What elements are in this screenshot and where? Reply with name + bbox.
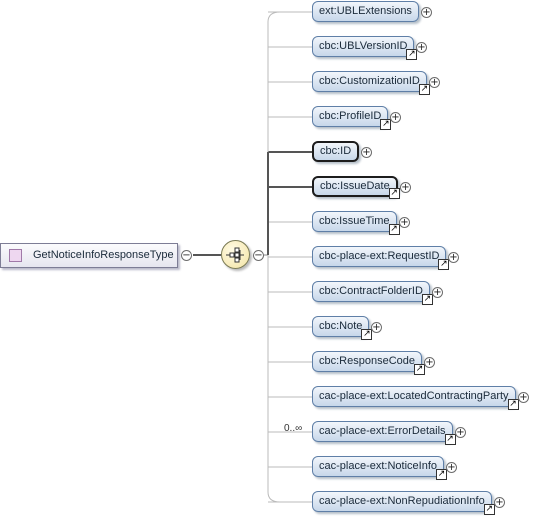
schema-element-label: cbc:Note bbox=[319, 320, 363, 332]
schema-element[interactable]: cac-place-ext:NonRepudiationInfo↗ bbox=[312, 491, 495, 515]
reference-arrow-icon: ↗ bbox=[418, 84, 430, 95]
schema-element[interactable]: cbc:ProfileID↗ bbox=[312, 106, 392, 130]
schema-element-label: cbc:ProfileID bbox=[319, 110, 382, 122]
schema-element-label: cac-place-ext:LocatedContractingParty bbox=[319, 390, 509, 402]
reference-arrow-icon: ↗ bbox=[438, 259, 450, 270]
expand-element-toggle-icon[interactable]: + bbox=[446, 462, 457, 473]
schema-element[interactable]: cac-place-ext:NoticeInfo↗ bbox=[312, 456, 447, 480]
schema-element[interactable]: cbc:CustomizationID↗ bbox=[312, 71, 430, 95]
schema-element[interactable]: cbc:UBLVersionID↗ bbox=[312, 36, 418, 60]
reference-arrow-icon: ↗ bbox=[444, 434, 456, 445]
schema-element[interactable]: cac-place-ext:LocatedContractingParty↗ bbox=[312, 386, 519, 410]
schema-element[interactable]: cac-place-ext:ErrorDetails↗ bbox=[312, 421, 456, 445]
schema-element-label: cbc:CustomizationID bbox=[319, 75, 420, 87]
sequence-compositor[interactable] bbox=[221, 240, 250, 269]
schema-element[interactable]: cbc:IssueTime↗ bbox=[312, 211, 400, 235]
schema-element-label: cac-place-ext:ErrorDetails bbox=[319, 425, 446, 437]
schema-element-label: ext:UBLExtensions bbox=[319, 5, 412, 17]
schema-element[interactable]: cbc:Note↗ bbox=[312, 316, 373, 340]
schema-element[interactable]: cbc-place-ext:RequestID↗ bbox=[312, 246, 450, 270]
complex-type-label: GetNoticeInfoResponseType bbox=[33, 249, 174, 261]
expand-element-toggle-icon[interactable]: + bbox=[390, 112, 401, 123]
schema-element-label: cac-place-ext:NonRepudiationInfo bbox=[319, 495, 485, 507]
cardinality-label: 0..∞ bbox=[284, 423, 303, 434]
sequence-icon bbox=[226, 247, 244, 263]
schema-element[interactable]: cbc:ResponseCode↗ bbox=[312, 351, 426, 375]
reference-arrow-icon: ↗ bbox=[507, 399, 519, 410]
complex-type-box[interactable]: GetNoticeInfoResponseType bbox=[0, 243, 178, 268]
schema-element-label: cbc:IssueDate bbox=[320, 180, 390, 192]
expand-element-toggle-icon[interactable]: + bbox=[518, 392, 529, 403]
reference-arrow-icon: ↗ bbox=[421, 294, 433, 305]
schema-element-label: cbc:UBLVersionID bbox=[319, 40, 408, 52]
schema-element-label: cbc:IssueTime bbox=[319, 215, 390, 227]
schema-element[interactable]: cbc:IssueDate↗ bbox=[312, 176, 400, 199]
schema-element[interactable]: cbc:ID bbox=[312, 141, 360, 162]
schema-element-label: cbc:ContractFolderID bbox=[319, 285, 423, 297]
connector-spine bbox=[267, 11, 281, 503]
schema-element[interactable]: ext:UBLExtensions bbox=[312, 1, 419, 22]
expand-element-toggle-icon[interactable]: + bbox=[371, 322, 382, 333]
reference-arrow-icon: ↗ bbox=[436, 469, 447, 480]
expand-element-toggle-icon[interactable]: + bbox=[400, 182, 411, 193]
reference-arrow-icon: ↗ bbox=[361, 329, 373, 340]
schema-element-label: cbc:ResponseCode bbox=[319, 355, 416, 367]
expand-element-toggle-icon[interactable]: + bbox=[424, 357, 435, 368]
expand-element-toggle-icon[interactable]: + bbox=[399, 217, 410, 228]
expand-element-toggle-icon[interactable]: + bbox=[421, 7, 432, 18]
reference-arrow-icon: ↗ bbox=[414, 364, 426, 375]
collapse-sequence-toggle-icon[interactable]: − bbox=[253, 250, 264, 261]
reference-arrow-icon: ↗ bbox=[388, 224, 400, 235]
reference-arrow-icon: ↗ bbox=[483, 504, 495, 515]
expand-element-toggle-icon[interactable]: + bbox=[416, 42, 427, 53]
schema-element-label: cac-place-ext:NoticeInfo bbox=[319, 460, 437, 472]
schema-element[interactable]: cbc:ContractFolderID↗ bbox=[312, 281, 433, 305]
reference-arrow-icon: ↗ bbox=[380, 119, 392, 130]
expand-element-toggle-icon[interactable]: + bbox=[455, 427, 466, 438]
expand-element-toggle-icon[interactable]: + bbox=[432, 287, 443, 298]
reference-arrow-icon: ↗ bbox=[406, 49, 418, 60]
complex-type-icon bbox=[9, 249, 22, 262]
collapse-type-toggle-icon[interactable]: − bbox=[181, 250, 192, 261]
schema-element-label: cbc:ID bbox=[320, 145, 352, 157]
reference-arrow-icon: ↗ bbox=[388, 188, 400, 199]
expand-element-toggle-icon[interactable]: + bbox=[494, 497, 505, 508]
schema-element-label: cbc-place-ext:RequestID bbox=[319, 250, 440, 262]
expand-element-toggle-icon[interactable]: + bbox=[448, 252, 459, 263]
expand-element-toggle-icon[interactable]: + bbox=[429, 77, 440, 88]
expand-element-toggle-icon[interactable]: + bbox=[361, 147, 372, 158]
